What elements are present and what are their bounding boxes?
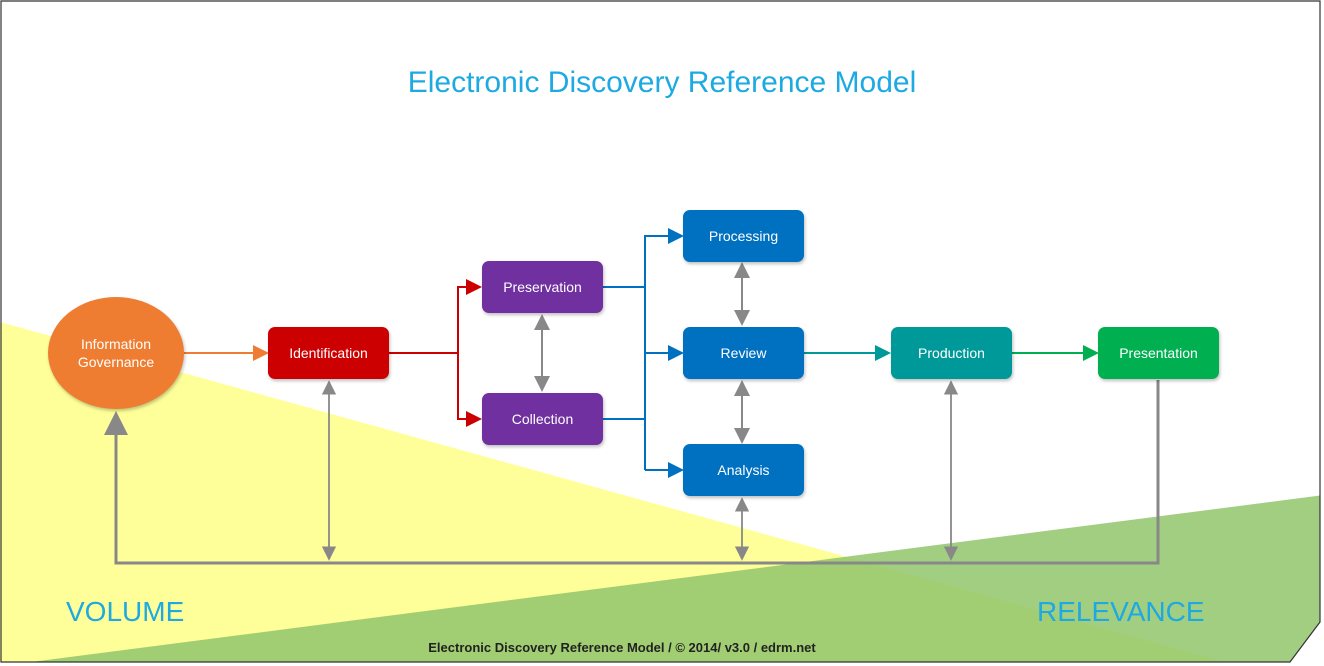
node-review-label: Review [720, 345, 767, 361]
node-production: Production [891, 327, 1012, 379]
node-collection-label: Collection [511, 411, 574, 427]
node-identification: Identification [268, 327, 389, 379]
connector-hub-processing [644, 228, 684, 470]
node-information-governance: Information Governance [48, 297, 184, 409]
node-information-governance-line2: Governance [77, 354, 155, 370]
relevance-label: RELEVANCE [1037, 596, 1205, 627]
node-processing-label: Processing [708, 228, 779, 244]
connector-identification-collection [457, 353, 482, 427]
node-analysis-label: Analysis [717, 462, 770, 478]
node-presentation: Presentation [1098, 327, 1219, 379]
node-collection: Collection [482, 393, 603, 445]
diagram-title: Electronic Discovery Reference Model [407, 66, 917, 99]
node-presentation-label: Presentation [1119, 345, 1198, 361]
node-analysis: Analysis [683, 444, 804, 496]
node-review: Review [683, 327, 804, 379]
relevance-wedge [0, 495, 1320, 662]
node-information-governance-line1: Information [80, 336, 152, 352]
background-wedges [0, 322, 1320, 662]
node-preservation: Preservation [482, 261, 603, 313]
node-identification-label: Identification [289, 345, 368, 361]
connector-identification-preservation [389, 279, 482, 354]
node-production-label: Production [918, 345, 985, 361]
node-preservation-label: Preservation [503, 279, 582, 295]
feedback-loop [104, 380, 1160, 565]
node-processing: Processing [683, 210, 804, 262]
volume-label: VOLUME [66, 596, 185, 627]
footer-credit: Electronic Discovery Reference Model / ©… [428, 640, 816, 655]
